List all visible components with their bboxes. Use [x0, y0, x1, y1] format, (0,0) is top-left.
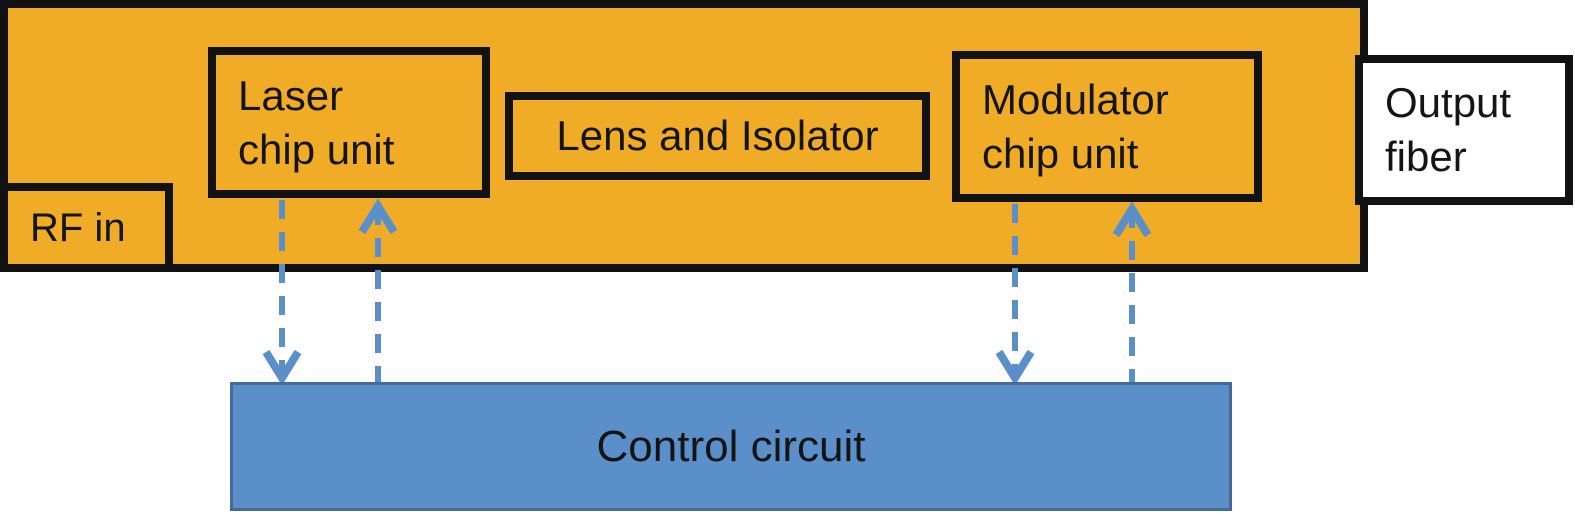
- control-circuit-label: Control circuit: [596, 421, 866, 471]
- arrow-head-down-icon: [262, 349, 302, 386]
- laser-chip-unit-label-line2: chip unit: [238, 125, 395, 173]
- modulator-chip-unit-label-line1: Modulator: [982, 75, 1169, 123]
- output-fiber-label-line1: Output: [1385, 79, 1512, 126]
- output-fiber-label-line2: fiber: [1385, 133, 1467, 180]
- output-fiber-box: Output fiber: [1355, 55, 1573, 205]
- laser-chip-unit-box: Laser chip unit: [208, 47, 490, 198]
- rf-in-box: RF in: [0, 183, 173, 272]
- lens-and-isolator-box: Lens and Isolator: [505, 92, 930, 180]
- arrow-head-down-icon: [995, 349, 1035, 386]
- rf-in-label: RF in: [30, 205, 126, 250]
- lens-and-isolator-label: Lens and Isolator: [556, 112, 879, 159]
- laser-chip-unit-label-line1: Laser: [238, 71, 344, 119]
- control-circuit-box: Control circuit: [230, 382, 1232, 511]
- modulator-chip-unit-label-line2: chip unit: [982, 129, 1139, 177]
- modulator-chip-unit-box: Modulator chip unit: [952, 51, 1262, 202]
